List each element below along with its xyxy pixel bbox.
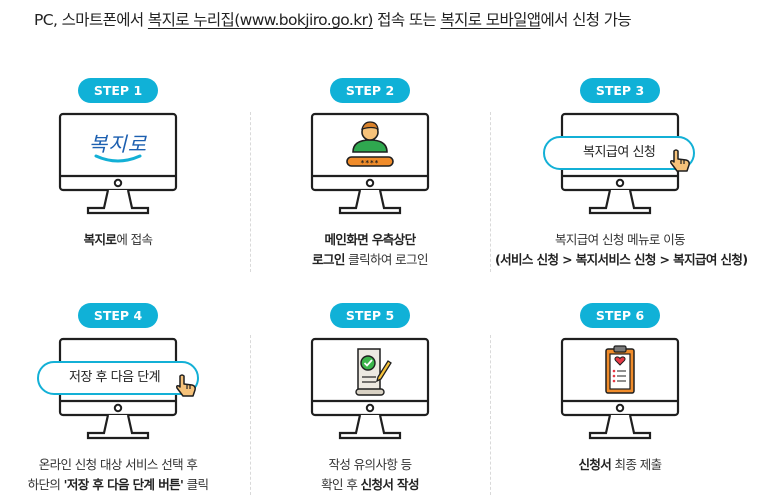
monitor-icon (310, 112, 430, 215)
step-2-caption: 메인화면 우측상단 로그인 클릭하여 로그인 (245, 230, 495, 270)
document-check-icon (355, 348, 392, 396)
step-badge: STEP 1 (78, 78, 158, 103)
caption-text: 클릭하여 로그인 (344, 252, 428, 267)
page-title: PC, 스마트폰에서 복지로 누리집(www.bokjiro.go.kr) 접속… (34, 8, 632, 30)
caption-text: 복지급여 신청 메뉴로 이동 (554, 232, 686, 247)
title-text-2: 접속 또는 (372, 11, 441, 29)
separator (250, 335, 251, 495)
bokjiro-logo: 복지로 (88, 132, 148, 156)
step-badge: STEP 4 (78, 303, 158, 328)
button-label: 복지급여 신청 (583, 145, 656, 160)
bokjiro-app-link[interactable]: 복지로 모바일앱 (440, 11, 541, 29)
step-4-caption: 온라인 신청 대상 서비스 선택 후 하단의 '저장 후 다음 단계 버튼' 클… (0, 455, 243, 495)
step-badge: STEP 5 (330, 303, 410, 328)
caption-bold: 메인화면 우측상단 (324, 232, 417, 247)
caption-text: 에 접속 (116, 232, 153, 247)
pointer-hand-icon (670, 149, 690, 172)
monitor-icon (560, 337, 680, 440)
save-next-step-button[interactable]: 저장 후 다음 단계 (37, 361, 199, 395)
step-5-caption: 작성 유의사항 등 확인 후 신청서 작성 (245, 455, 495, 495)
caption-text: 클릭 (183, 477, 209, 492)
clipboard-heart-icon (605, 345, 635, 394)
caption-text: 작성 유의사항 등 (328, 457, 412, 472)
user-login-icon (346, 121, 394, 167)
step-6-caption: 신청서 최종 제출 (495, 455, 745, 475)
title-text-3: 에서 신청 가능 (540, 11, 632, 29)
caption-text: 하단의 (27, 477, 64, 492)
caption-bold: 신청서 작성 (360, 477, 420, 492)
caption-bold: 복지로 (83, 232, 117, 247)
step-badge: STEP 2 (330, 78, 410, 103)
title-text-1: PC, 스마트폰에서 (34, 11, 148, 29)
caption-bold: (서비스 신청 > 복지서비스 신청 > 복지급여 신청) (495, 252, 748, 267)
button-label: 저장 후 다음 단계 (69, 370, 161, 385)
step-3-caption: 복지급여 신청 메뉴로 이동 (서비스 신청 > 복지서비스 신청 > 복지급여… (495, 230, 748, 270)
caption-bold: 로그인 (312, 252, 345, 267)
monitor-icon (58, 112, 178, 215)
monitor-icon (310, 337, 430, 440)
separator (490, 112, 491, 272)
bokjiro-site-link[interactable]: 복지로 누리집(www.bokjiro.go.kr) (147, 11, 374, 29)
caption-text: 온라인 신청 대상 서비스 선택 후 (38, 457, 198, 472)
pointer-hand-icon (176, 374, 196, 397)
step-badge: STEP 3 (580, 78, 660, 103)
caption-bold: '저장 후 다음 단계 버튼' (63, 477, 184, 492)
caption-text: 확인 후 (321, 477, 361, 492)
step-1-caption: 복지로에 접속 (0, 230, 243, 250)
password-mask: **** (360, 159, 380, 167)
separator (490, 335, 491, 495)
caption-bold: 신청서 (578, 457, 612, 472)
caption-text: 최종 제출 (611, 457, 663, 472)
step-badge: STEP 6 (580, 303, 660, 328)
apply-benefit-button[interactable]: 복지급여 신청 (543, 136, 695, 170)
separator (250, 112, 251, 272)
